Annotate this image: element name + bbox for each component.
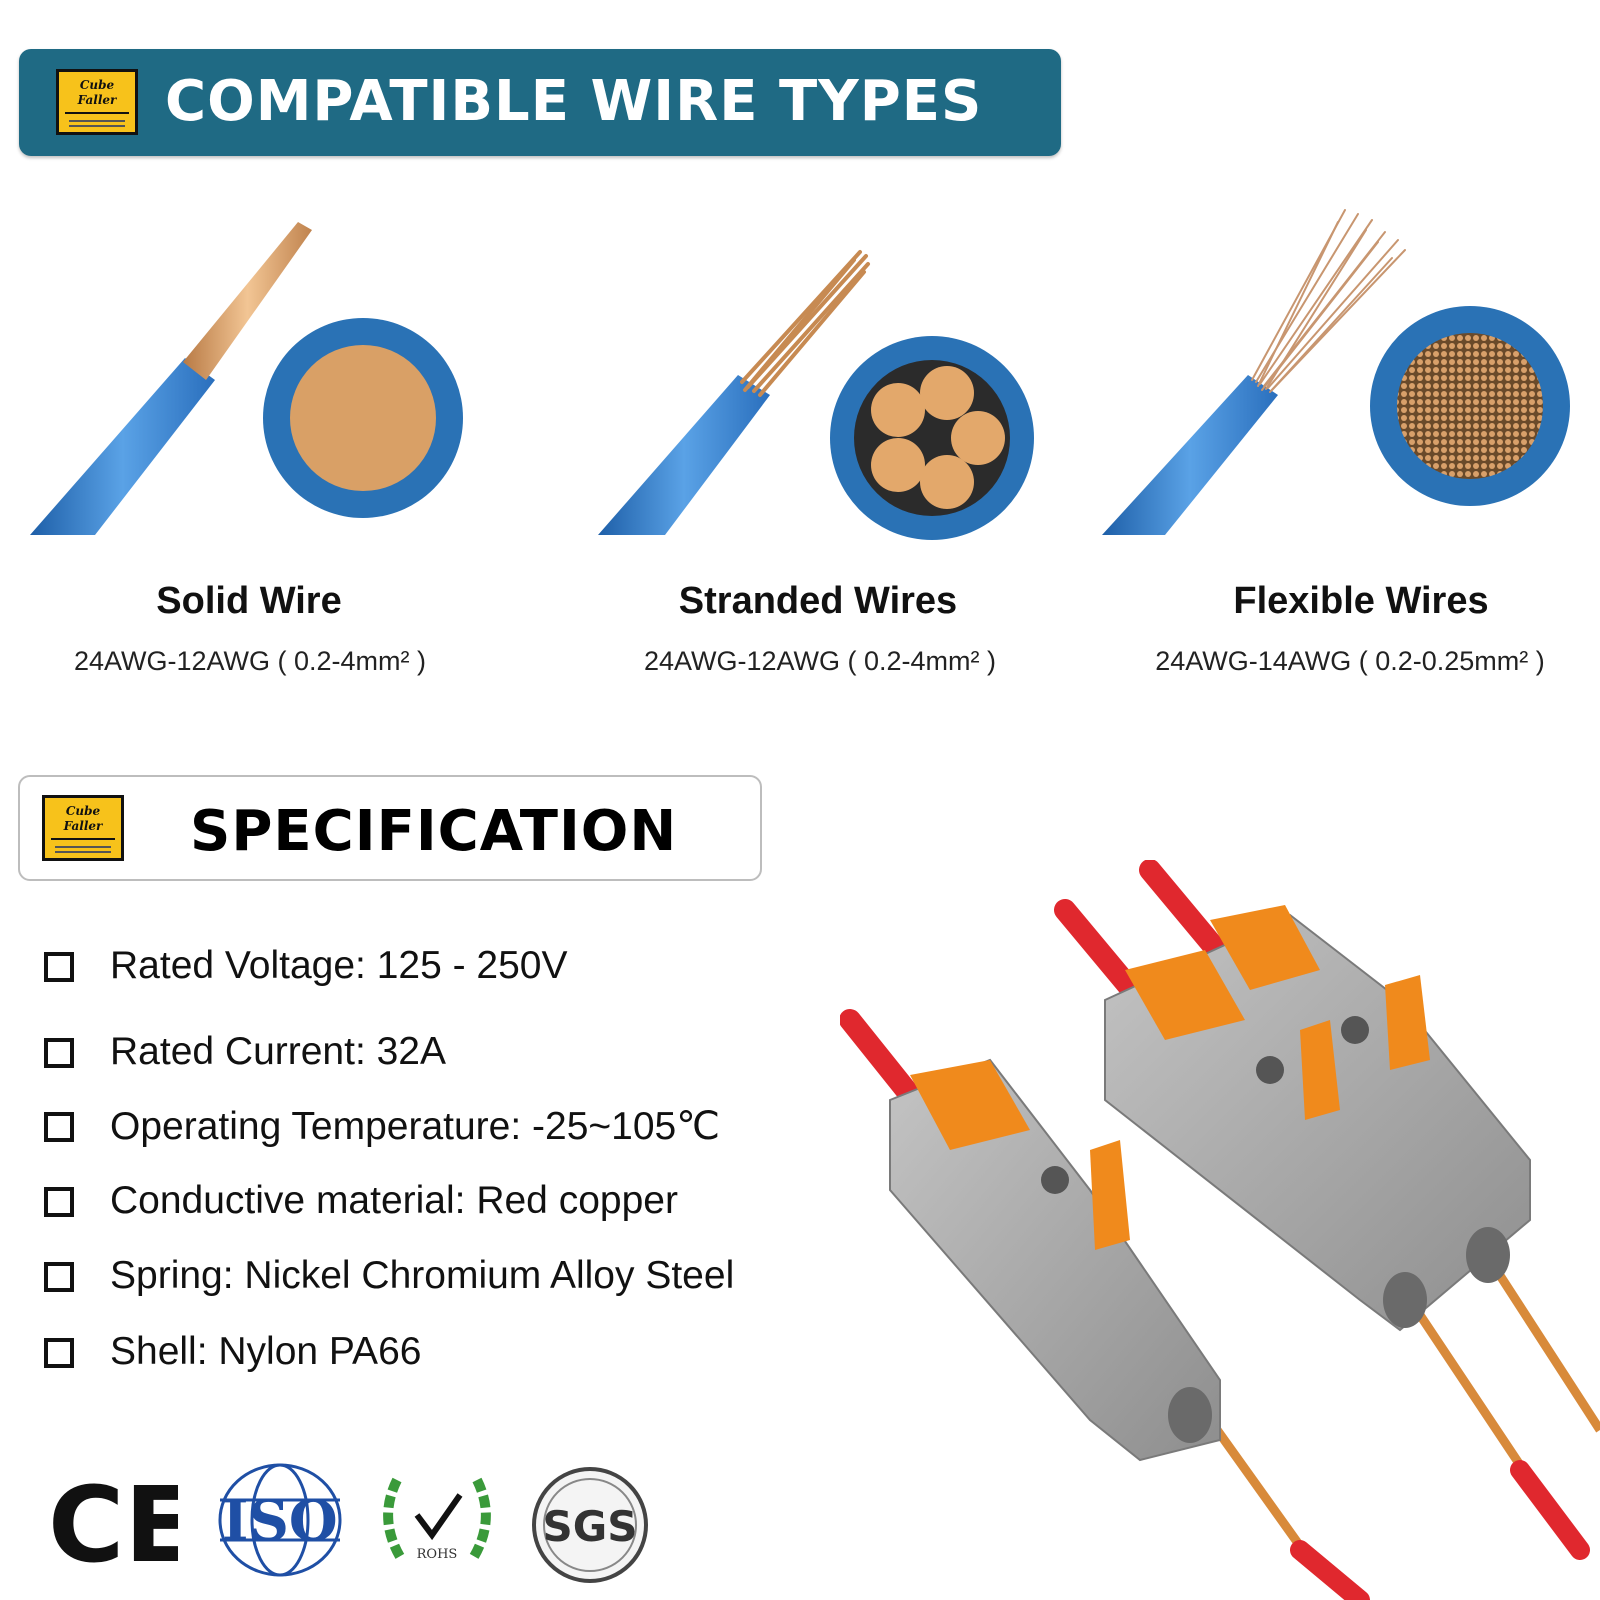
svg-text:CE: CE bbox=[48, 1475, 178, 1570]
wire-type-name: Solid Wire bbox=[156, 580, 342, 622]
specification-title: SPECIFICATION bbox=[190, 799, 678, 864]
flexible-wire-icon bbox=[1102, 209, 1570, 535]
svg-text:ROHS: ROHS bbox=[417, 1547, 458, 1562]
checkbox-icon bbox=[44, 952, 74, 982]
checkbox-icon bbox=[44, 1112, 74, 1142]
wire-type-range: 24AWG-14AWG ( 0.2-0.25mm² ) bbox=[1155, 646, 1545, 676]
wire-type-name: Flexible Wires bbox=[1233, 580, 1489, 622]
checkbox-icon bbox=[44, 1262, 74, 1292]
brand-logo: Cube Faller bbox=[42, 795, 124, 861]
stranded-wire-icon bbox=[598, 250, 1034, 540]
wire-type-name: Stranded Wires bbox=[678, 580, 958, 622]
specification-banner: Cube Faller SPECIFICATION bbox=[18, 775, 762, 881]
svg-text:ISO: ISO bbox=[222, 1488, 337, 1554]
solid-wire-icon bbox=[30, 222, 463, 535]
checkbox-icon bbox=[44, 1038, 74, 1068]
rohs-certification-icon: ROHS bbox=[383, 1477, 491, 1563]
svg-text:SGS: SGS bbox=[543, 1502, 638, 1551]
wire-illustrations bbox=[30, 209, 1570, 540]
iso-certification-icon: ISO bbox=[218, 1463, 342, 1577]
brand-logo: Cube Faller bbox=[56, 69, 138, 135]
connector-front bbox=[889, 1058, 1221, 1462]
connector-back bbox=[1104, 905, 1531, 1332]
ce-certification-icon: CE bbox=[48, 1475, 178, 1570]
wire-type-range: 24AWG-12AWG ( 0.2-4mm² ) bbox=[73, 646, 427, 676]
sgs-certification-icon: SGS bbox=[532, 1467, 648, 1583]
checkbox-icon bbox=[44, 1187, 74, 1217]
wire-types-title: COMPATIBLE WIRE TYPES bbox=[165, 69, 983, 134]
wire-connector-illustration bbox=[840, 860, 1600, 1600]
wire-types-banner: Cube Faller COMPATIBLE WIRE TYPES bbox=[19, 49, 1061, 156]
wire-type-range: 24AWG-12AWG ( 0.2-4mm² ) bbox=[643, 646, 997, 676]
checkbox-icon bbox=[44, 1338, 74, 1368]
